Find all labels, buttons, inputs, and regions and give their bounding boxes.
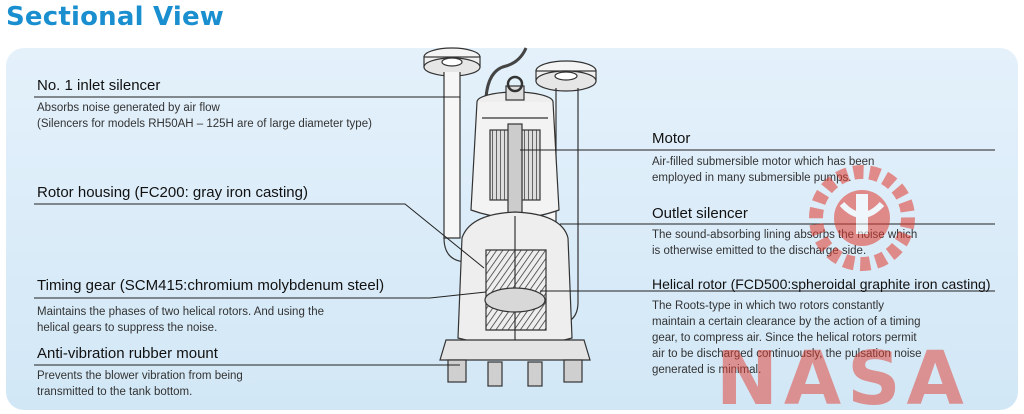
motor-drawing	[470, 75, 560, 219]
motor-label: Motor	[652, 130, 691, 147]
watermark-text: NASA	[716, 336, 970, 414]
leader-timing-gear	[34, 291, 487, 299]
helical-rotor-label: Helical rotor (FCD500:spheroidal graphit…	[652, 276, 991, 292]
timing-gear-label: Timing gear (SCM415:chromium molybdenum …	[37, 277, 385, 294]
page-title: Sectional View	[6, 2, 225, 32]
inlet-silencer-desc: Absorbs noise generated by air flow (Sil…	[37, 102, 372, 130]
rubber-mount-drawing	[439, 339, 591, 387]
rubber-mount-desc: Prevents the blower vibration from being…	[37, 370, 243, 398]
rotor-housing-label: Rotor housing (FC200: gray iron casting)	[37, 184, 308, 201]
timing-gear-desc: Maintains the phases of two helical roto…	[37, 306, 325, 334]
inlet-silencer-drawing	[423, 47, 481, 263]
outlet-silencer-label: Outlet silencer	[652, 205, 748, 222]
rotor-housing-drawing	[457, 211, 573, 347]
power-cable	[484, 47, 528, 99]
rubber-mount-label: Anti-vibration rubber mount	[37, 345, 218, 362]
inlet-silencer-label: No. 1 inlet silencer	[37, 77, 161, 94]
leader-rotor-housing	[34, 203, 485, 269]
motor-desc: Air-filled submersible motor which has b…	[652, 156, 875, 184]
helical-rotor-desc: The Roots-type in which two rotors const…	[652, 300, 922, 376]
